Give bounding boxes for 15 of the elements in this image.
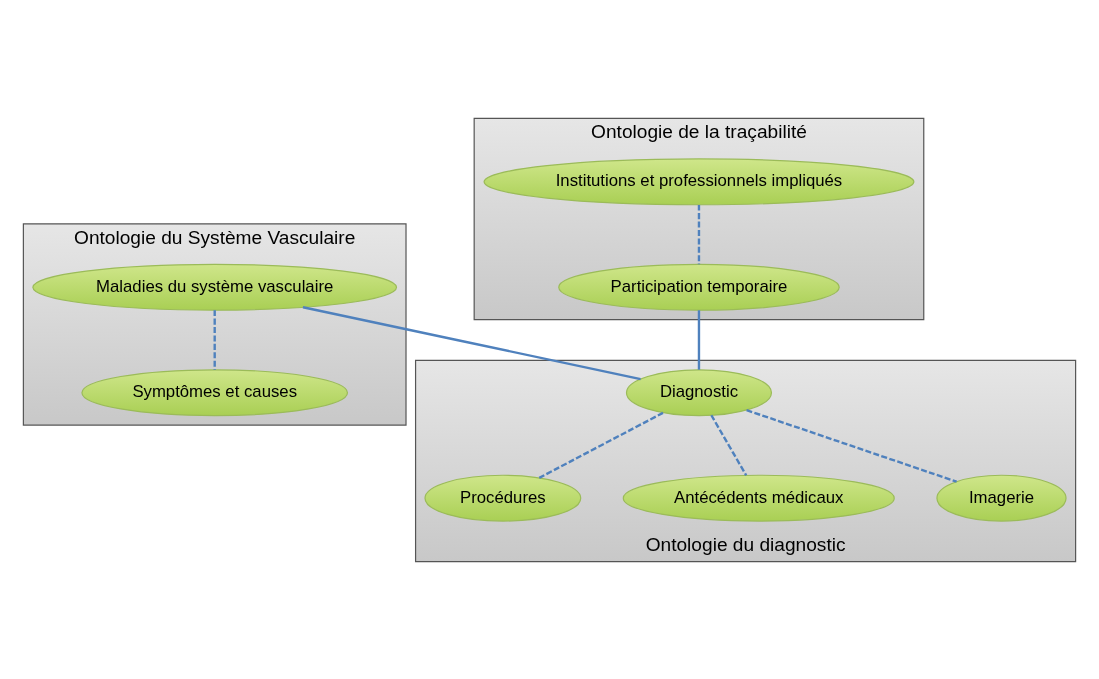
connector bbox=[697, 309, 701, 370]
connector bbox=[710, 414, 748, 476]
node-ellipse: Institutions et professionnels impliqués bbox=[483, 157, 915, 205]
connector bbox=[213, 309, 216, 370]
node-ellipse: Maladies du système vasculaire bbox=[32, 263, 398, 311]
connector bbox=[302, 305, 641, 380]
connector bbox=[538, 411, 664, 479]
node-ellipse: Antécédents médicaux bbox=[622, 474, 895, 522]
connector bbox=[697, 204, 701, 264]
node-ellipse: Diagnostic bbox=[625, 368, 773, 416]
node-ellipse: Symptômes et causes bbox=[81, 368, 349, 416]
node-ellipse: Participation temporaire bbox=[558, 263, 840, 311]
node-ellipse: Procédures bbox=[424, 474, 582, 522]
connector bbox=[746, 408, 957, 483]
node-ellipse: Imagerie bbox=[936, 474, 1067, 522]
